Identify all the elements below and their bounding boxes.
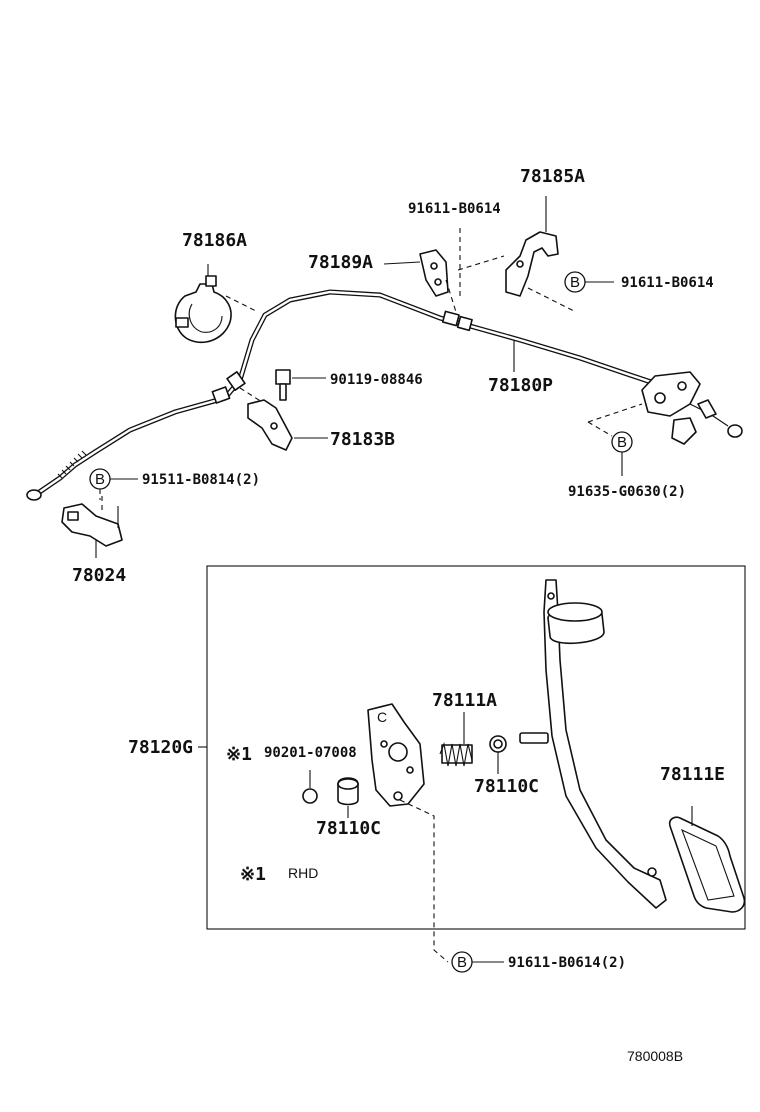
label-78120G: 78120G [128,737,193,758]
bracket-78189A [383,249,457,313]
label-78110C-left: 78110C [316,818,381,839]
label-91611-bottom: 91611-B0614(2) [508,955,626,971]
label-91511: 91511-B0814(2) [142,472,260,488]
bolt-marker-91611-bottom: B [451,951,504,973]
bolt-marker-letter: B [95,471,105,488]
label-78111A: 78111A [432,690,497,711]
bolt-marker-91635: B [587,403,643,476]
label-78183B: 78183B [330,429,395,450]
pedal-pad-78111E [668,806,746,913]
label-91635: 91635-G0630(2) [568,484,686,500]
label-78185A: 78185A [520,166,585,187]
label-90119: 90119-08846 [330,372,423,388]
accelerator-cable [26,289,663,501]
label-91611-top: 91611-B0614 [408,201,501,217]
label-91611-right: 91611-B0614 [621,275,714,291]
note-mark: ※1 [240,864,266,885]
label-90201: 90201-07008 [264,745,357,761]
bolt-marker-letter: B [457,954,467,971]
label-90201-mark: ※1 [226,744,252,765]
holder-78024 [61,496,123,558]
label-78189A: 78189A [308,252,373,273]
label-78024: 78024 [72,565,126,586]
label-78180P: 78180P [488,375,553,396]
bolt-90119 [275,369,326,401]
bushing-78110C-right [489,735,507,774]
pedal-bracket-plate: C [367,703,449,963]
spring-78111A [439,712,473,767]
figure-code: 780008B [627,1048,683,1064]
label-78186A: 78186A [182,230,247,251]
pedal-arm-78120G [519,579,667,909]
svg-text:C: C [377,709,387,725]
bolt-marker-91511: B [89,468,138,500]
washer-90201 [302,770,318,804]
bolt-marker-91611-right: B [564,271,614,293]
bracket-78183B [239,387,328,451]
throttle-body-end [641,371,743,445]
clamp-78186A [174,264,259,344]
bolt-marker-letter: B [617,434,627,451]
label-78111E: 78111E [660,764,725,785]
bushing-78110C-left [337,777,359,818]
label-78110C-right: 78110C [474,776,539,797]
bolt-marker-letter: B [570,274,580,291]
bracket-78185A [457,196,577,313]
note-text: RHD [288,865,318,881]
